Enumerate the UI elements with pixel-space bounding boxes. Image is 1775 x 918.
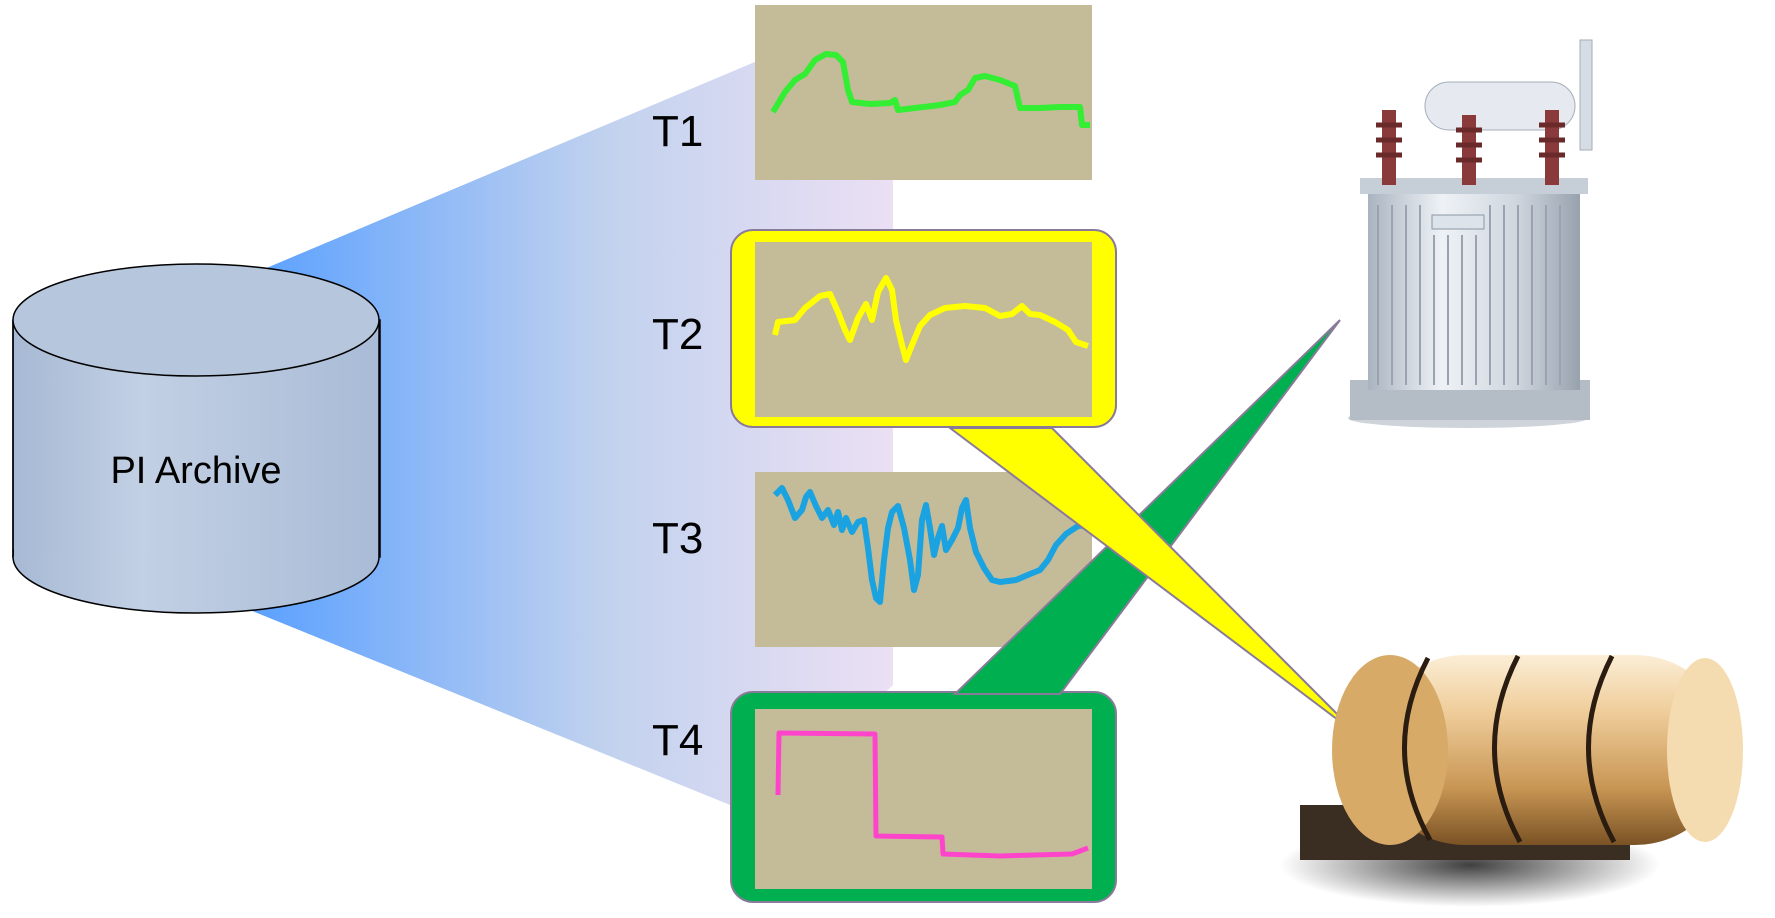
tank-image xyxy=(1280,654,1743,907)
trend-line-t4 xyxy=(775,730,1089,859)
trend-line-t3 xyxy=(772,485,1091,605)
trend-line-t2 xyxy=(772,275,1089,363)
tag-label-t2: T2 xyxy=(652,310,703,359)
tag-label-t3: T3 xyxy=(652,514,703,563)
trend-panel-t1 xyxy=(755,5,1092,180)
archive-label: PI Archive xyxy=(110,450,281,492)
trend-line-t1 xyxy=(770,51,1090,128)
trend-panel-t2 xyxy=(755,242,1092,417)
tag-label-t4: T4 xyxy=(652,716,703,765)
callout-pointer-yellow xyxy=(947,427,1359,736)
trend-panel-t4 xyxy=(755,709,1092,889)
pi-archive-database: PI Archive xyxy=(12,263,381,614)
callout-pointer-green xyxy=(952,319,1341,695)
transformer-image xyxy=(1348,39,1593,428)
tag-label-t1: T1 xyxy=(652,107,703,156)
